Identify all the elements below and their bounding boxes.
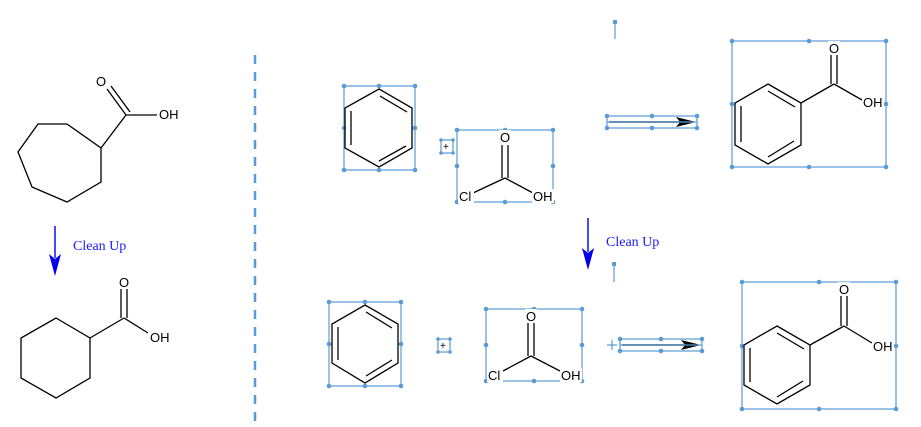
atom-label-hydroxyl: OH <box>159 107 179 122</box>
plus-sign-label: + <box>443 142 449 153</box>
selection-marker[interactable] <box>612 262 616 282</box>
molecule-cyclohexanecarboxylic-acid-after[interactable]: O OH <box>20 275 172 399</box>
molecule-benzoic-acid-after[interactable]: O OH <box>739 279 899 412</box>
atom-label-hydroxyl: OH <box>561 368 581 383</box>
molecule-chloroformic-acid-after[interactable]: O Cl OH <box>483 306 585 384</box>
clean-up-label-right: Clean Up <box>606 235 659 250</box>
molecule-chloroformic-acid-before[interactable]: O Cl OH <box>454 127 556 205</box>
clean-up-arrow-right <box>582 218 594 270</box>
selection-marker[interactable] <box>613 20 617 39</box>
plus-sign-bottom[interactable]: + <box>436 337 452 354</box>
atom-label-hydroxyl: OH <box>873 339 893 354</box>
clean-up-arrow-left <box>49 226 61 276</box>
molecule-benzene-after[interactable] <box>326 299 404 389</box>
atom-label-oxygen: O <box>500 130 510 145</box>
atom-label-oxygen: O <box>96 74 106 89</box>
atom-label-chlorine: Cl <box>459 189 471 204</box>
atom-label-oxygen: O <box>829 41 839 56</box>
atom-label-hydroxyl: OH <box>863 95 883 110</box>
molecule-benzene-before[interactable] <box>341 83 418 173</box>
reaction-arrow-before[interactable] <box>604 113 700 131</box>
atom-label-hydroxyl: OH <box>533 189 553 204</box>
atom-label-oxygen: O <box>119 275 129 290</box>
atom-label-oxygen: O <box>839 282 849 297</box>
molecule-cyclohexanecarboxylic-acid-before[interactable]: O OH <box>17 74 180 203</box>
clean-up-label-left: Clean Up <box>73 239 126 254</box>
atom-label-oxygen: O <box>526 309 536 324</box>
molecule-benzoic-acid-before[interactable]: O OH <box>729 38 889 170</box>
atom-label-chlorine: Cl <box>488 368 500 383</box>
reaction-arrow-after[interactable] <box>607 336 705 354</box>
atom-label-hydroxyl: OH <box>150 330 170 345</box>
plus-sign-label: + <box>440 341 446 352</box>
plus-sign-top[interactable]: + <box>439 138 455 155</box>
